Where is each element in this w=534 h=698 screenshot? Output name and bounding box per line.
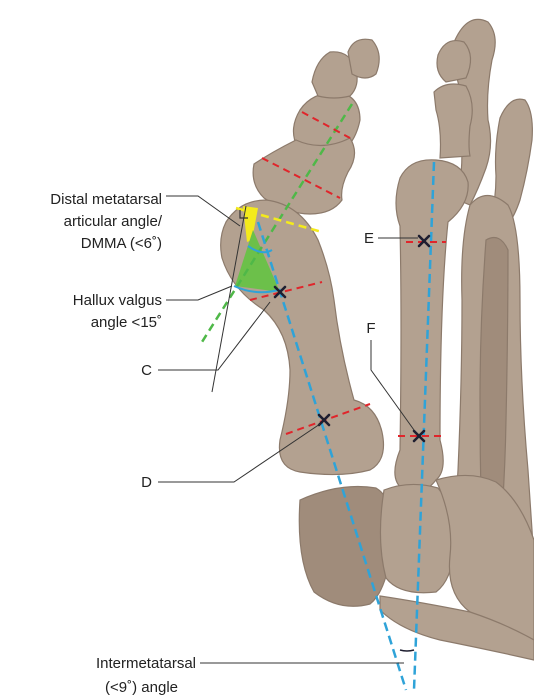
second-toe-distal-phalanx [437,41,471,82]
c-label: C [141,362,152,379]
d-label: D [141,474,152,491]
intermetatarsal-arc [400,650,414,651]
f-label: F [366,320,375,337]
second-toe-middle-phalanx [434,84,472,158]
dmaa-label-line-2: articular angle/ [64,213,163,230]
hallux-valgus-label-line-1: Hallux valgus [73,292,162,309]
foot-bones [221,19,534,660]
dmaa-label-line-3: DMMA (<6˚) [81,235,162,252]
hallux-valgus-label-line-2: angle <15˚ [91,314,162,331]
intermetatarsal-label-line-2: (<9˚) angle [105,679,178,696]
first-metatarsal [221,200,384,475]
e-label: E [364,230,374,247]
dmaa-label-line-1: Distal metatarsal [50,191,162,208]
hallux-nail-phalanx [348,39,379,78]
c-leader [158,302,270,370]
hallux-valgus-leader [166,286,232,300]
medial-cuneiform [299,487,392,607]
intermetatarsal-label-line-1: Intermetatarsal [96,655,196,672]
